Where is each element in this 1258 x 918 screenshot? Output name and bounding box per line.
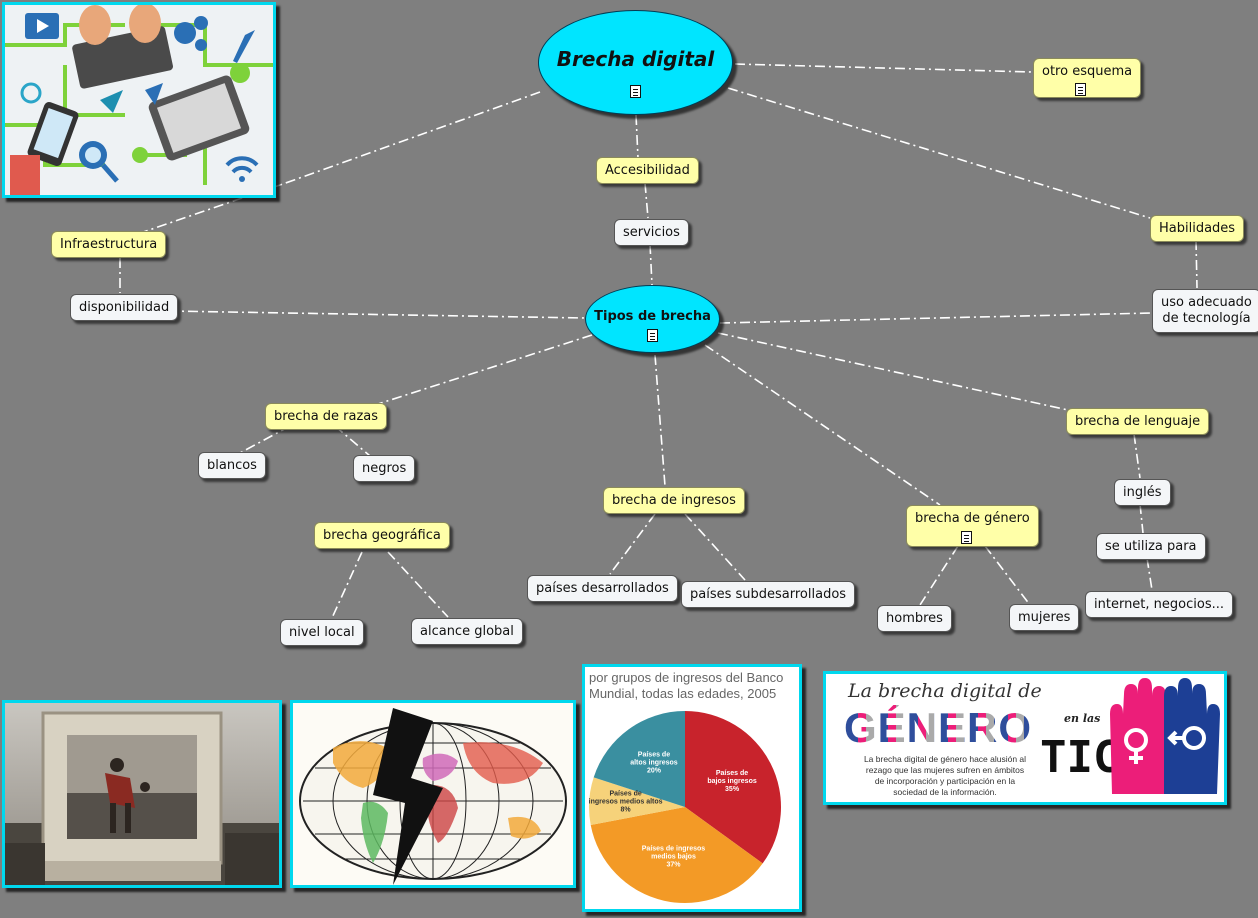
document-icon[interactable]: [961, 531, 972, 544]
node-brecha-lenguaje[interactable]: brecha de lenguaje: [1066, 408, 1210, 435]
node-brecha-genero[interactable]: brecha de género: [906, 505, 1039, 547]
accesibilidad-label: Accesibilidad: [605, 163, 690, 178]
node-hombres[interactable]: hombres: [877, 605, 952, 632]
node-internet-negocios[interactable]: internet, negocios...: [1085, 591, 1233, 618]
brecha-lenguaje-label: brecha de lenguaje: [1075, 414, 1201, 429]
pie-label-0-0: Países de: [716, 770, 748, 777]
pie-title-line-1: por grupos de ingresos del Banco: [589, 670, 784, 685]
disponibilidad-label: disponibilidad: [79, 300, 170, 315]
node-uso-adecuado[interactable]: uso adecuado de tecnología: [1152, 289, 1258, 333]
internet-negocios-label: internet, negocios...: [1094, 597, 1224, 612]
banner-en-las: en las: [1064, 712, 1101, 725]
pie-label-3-2: 20%: [647, 767, 662, 774]
pie-slice-1: [590, 807, 763, 903]
e-waste-photo-graphic: [5, 703, 279, 885]
mujeres-label: mujeres: [1018, 610, 1071, 625]
banner-desc-line-1: La brecha digital de género hace alusión…: [863, 754, 1027, 764]
pie-label-3-1: altos ingresos: [630, 759, 678, 766]
pie-slice-3: [593, 711, 685, 807]
paises-desarrollados-label: países desarrollados: [536, 581, 669, 596]
document-icon[interactable]: [1075, 83, 1086, 96]
gender-gap-banner-image[interactable]: La brecha digital de GÉNERO en las TIC L…: [823, 671, 1227, 805]
node-nivel-local[interactable]: nivel local: [280, 619, 364, 646]
hands-gender-symbols-icon: [1110, 678, 1220, 794]
pie-label-2-2: 8%: [621, 806, 632, 813]
alcance-global-label: alcance global: [420, 624, 514, 639]
income-groups-pie-image[interactable]: por grupos de ingresos del Banco Mundial…: [582, 664, 802, 912]
tipos-de-brecha-label: Tipos de brecha: [594, 309, 711, 324]
paises-subdesarrollados-label: países subdesarrollados: [690, 587, 847, 602]
ingles-label: inglés: [1123, 485, 1162, 500]
pie-label-2-0: Países de: [609, 790, 641, 797]
node-se-utiliza-para[interactable]: se utiliza para: [1096, 533, 1206, 560]
se-utiliza-para-label: se utiliza para: [1105, 539, 1197, 554]
uso-adecuado-line-1: uso adecuado: [1161, 295, 1252, 310]
broken-world-map-image[interactable]: [290, 700, 576, 888]
brecha-genero-label: brecha de género: [915, 511, 1030, 526]
banner-desc-line-2: rezago que las mujeres sufren en ámbitos: [865, 765, 1025, 775]
blancos-label: blancos: [207, 458, 257, 473]
node-negros[interactable]: negros: [353, 455, 416, 482]
node-servicios[interactable]: servicios: [614, 219, 689, 246]
nivel-local-label: nivel local: [289, 625, 355, 640]
tech-illustration-graphic: [5, 5, 273, 195]
pie-label-0-1: bajos ingresos: [707, 778, 757, 785]
banner-desc-line-4: sociedad de la información.: [893, 787, 997, 797]
concept-tipos-de-brecha[interactable]: Tipos de brecha: [585, 285, 720, 353]
pie-label-1-1: medios bajos: [651, 854, 696, 861]
node-brecha-ingresos[interactable]: brecha de ingresos: [603, 487, 745, 514]
document-icon[interactable]: [647, 329, 658, 342]
banner-script-title: La brecha digital de: [848, 680, 1042, 702]
otro-esquema-label: otro esquema: [1042, 64, 1133, 79]
main-concept-label: Brecha digital: [556, 47, 715, 71]
brecha-razas-label: brecha de razas: [274, 409, 379, 424]
node-otro-esquema[interactable]: otro esquema: [1033, 58, 1142, 98]
hombres-label: hombres: [886, 611, 943, 626]
node-infraestructura[interactable]: Infraestructura: [51, 231, 167, 258]
infraestructura-label: Infraestructura: [60, 237, 158, 252]
node-paises-subdesarrollados[interactable]: países subdesarrollados: [681, 581, 856, 608]
banner-genero-word: GÉNERO: [844, 704, 1033, 751]
node-habilidades[interactable]: Habilidades: [1150, 215, 1245, 242]
pie-label-1-0: Países de ingresos: [642, 846, 706, 853]
pie-label-1-2: 37%: [666, 862, 681, 869]
node-accesibilidad[interactable]: Accesibilidad: [596, 157, 699, 184]
node-alcance-global[interactable]: alcance global: [411, 618, 523, 645]
banner-tic-word: TIC: [1040, 732, 1120, 783]
technology-illustration-image[interactable]: [2, 2, 276, 198]
uso-adecuado-line-2: de tecnología: [1162, 311, 1251, 326]
node-blancos[interactable]: blancos: [198, 452, 266, 479]
pie-slice-0: [685, 711, 781, 864]
pie-label-0-2: 35%: [725, 786, 740, 793]
brecha-ingresos-label: brecha de ingresos: [612, 493, 736, 508]
pie-label-2-1: ingresos medios altos: [589, 798, 663, 805]
e-waste-photo-image[interactable]: [2, 700, 282, 888]
banner-desc-line-3: de incorporación y participación en la: [874, 776, 1016, 786]
node-disponibilidad[interactable]: disponibilidad: [70, 294, 179, 321]
brecha-geografica-label: brecha geográfica: [323, 528, 441, 543]
document-icon[interactable]: [630, 85, 641, 98]
pie-slice-2: [589, 777, 685, 825]
node-paises-desarrollados[interactable]: países desarrollados: [527, 575, 678, 602]
negros-label: negros: [362, 461, 407, 476]
pie-label-3-0: Países de: [638, 751, 670, 758]
node-brecha-razas[interactable]: brecha de razas: [265, 403, 388, 430]
habilidades-label: Habilidades: [1159, 221, 1236, 236]
main-concept-brecha-digital[interactable]: Brecha digital: [538, 10, 733, 115]
node-brecha-geografica[interactable]: brecha geográfica: [314, 522, 450, 549]
node-mujeres[interactable]: mujeres: [1009, 604, 1080, 631]
node-ingles[interactable]: inglés: [1114, 479, 1171, 506]
world-map-graphic: [299, 708, 567, 885]
servicios-label: servicios: [623, 225, 680, 240]
pie-title-line-2: Mundial, todas las edades, 2005: [589, 686, 777, 701]
